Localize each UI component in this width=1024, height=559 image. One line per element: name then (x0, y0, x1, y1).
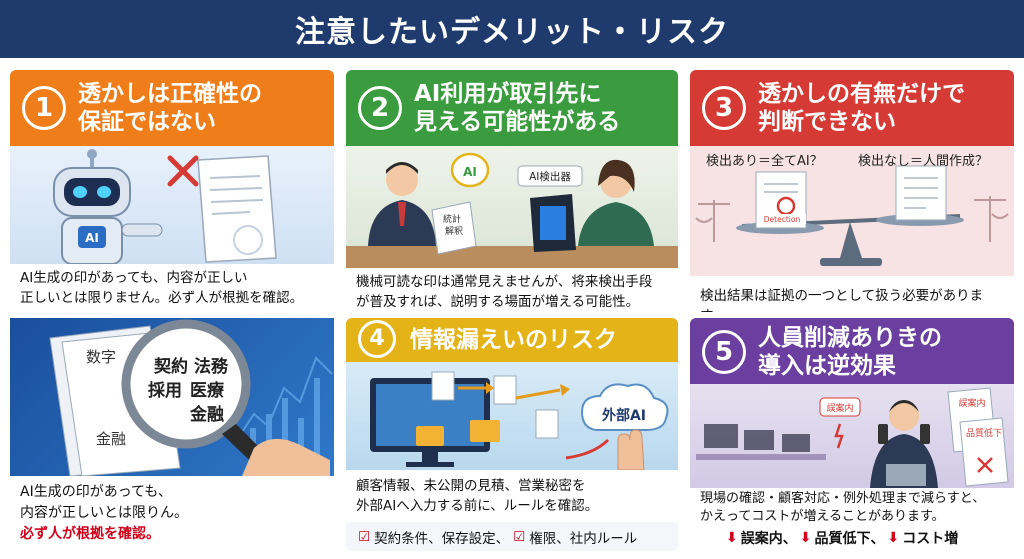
card-2: 2 AI利用が取引先に 見える可能性がある 統計 解釈 AI (346, 70, 678, 312)
laptop-icon (886, 464, 926, 486)
svg-text:品質低下: 品質低下 (966, 427, 1002, 439)
effect-2: 品質低下、 (814, 530, 885, 547)
card-1-caption: AI生成の印があっても、内容が正しい 正しいとは限りません。必ず人が根拠を確認。 (10, 264, 334, 312)
magnifier-caption: AI生成の印があっても、 内容が正しいとは限りん。 必ず人が根拠を確認。 (10, 476, 334, 551)
check-icon: ☑ (513, 528, 526, 545)
svg-text:解釈: 解釈 (445, 225, 463, 237)
question-right: 検出なし＝人間作成？ (858, 154, 989, 169)
card-4: 4 情報漏えいのリスク (346, 318, 678, 551)
card-5-caption: 現場の確認・顧客対応・例外処理まで減らすと、 かえってコストが増えることがありま… (690, 488, 1014, 524)
svg-text:AI: AI (463, 165, 477, 179)
paper-word-finance: 金融 (96, 430, 126, 448)
card-1-title-line1: 透かしは正確性の (78, 81, 262, 107)
card-2-title-line1: AI利用が取引先に (414, 81, 602, 107)
hand-icon (242, 438, 330, 476)
paper-document-icon: 統計 解釈 (431, 201, 477, 255)
robot-icon: AI (53, 149, 163, 264)
card-2-header: 2 AI利用が取引先に 見える可能性がある (346, 70, 678, 146)
document-flow-icon (431, 371, 570, 439)
svg-text:誤案内: 誤案内 (958, 397, 985, 409)
card-1: 1 透かしは正確性の 保証ではない AI (10, 70, 334, 312)
svg-text:AI検出器: AI検出器 (529, 170, 571, 183)
check-icon: ☑ (358, 528, 371, 545)
card-3-illustration: 検出あり＝全てAI？ 検出なし＝人間作成？ (690, 146, 1014, 276)
magnifier-illustration: 数字 金融 契約 法務 採用 医療 金融 (10, 318, 334, 476)
document-icon (197, 155, 277, 263)
cross-icon (167, 155, 199, 187)
card-5-title-line2: 導入は逆効果 (758, 353, 896, 379)
card-3-title-line2: 判断できない (758, 109, 896, 135)
down-arrow-icon: ⬇ (799, 529, 812, 546)
ai-speech-bubble: AI (450, 152, 490, 188)
card-3-header: 3 透かしの有無だけで 判断できない (690, 70, 1014, 146)
card-3-title-line1: 透かしの有無だけで (758, 81, 965, 107)
svg-text:採用: 採用 (148, 380, 182, 401)
plain-document-icon (895, 165, 947, 221)
question-left: 検出あり＝全てAI？ (706, 154, 823, 169)
card-4-checklist: ☑ 契約条件、保存設定、 ☑ 権限、社内ルール (346, 522, 678, 551)
card-5-title-line1: 人員削減ありきの (758, 325, 942, 351)
error-bubble-icon: 誤案内 (819, 397, 861, 449)
right-balance-icon (974, 196, 1009, 242)
cloud-icon: 外部AI (580, 383, 669, 431)
paper-word-number: 数字 (86, 348, 116, 366)
error-papers-icon: 誤案内 品質低下 (947, 387, 1009, 487)
down-arrow-icon: ⬇ (726, 529, 738, 546)
card-5: 5 人員削減ありきの 導入は逆効果 誤案内 (690, 318, 1014, 551)
svg-text:統計: 統計 (443, 213, 461, 225)
detected-document-icon: Detection (755, 171, 807, 229)
svg-text:金融: 金融 (189, 404, 224, 425)
card-3-caption: 検出結果は証拠の一つとして扱う必要があります。 (690, 276, 1014, 312)
left-balance-icon (695, 200, 730, 242)
businesswoman-icon (578, 159, 654, 246)
folder-icon (416, 420, 500, 446)
card-2-caption: 機械可読な印は通常見えませんが、将来検出手段 が普及すれば、説明する場面が増える… (346, 268, 678, 312)
svg-text:法務: 法務 (194, 356, 229, 377)
svg-text:医療: 医療 (190, 380, 225, 401)
card-4-illustration: 外部AI (346, 362, 678, 470)
card-5-header: 5 人員削減ありきの 導入は逆効果 (690, 318, 1014, 384)
card-2-title-line2: 見える可能性がある (414, 109, 621, 135)
card-5-effects: ⬇ 誤案内、 ⬇ 品質低下、 ⬇ コスト増 (690, 524, 1014, 551)
ai-badge-text: AI (85, 231, 99, 245)
card-4-header: 4 情報漏えいのリスク (346, 318, 678, 362)
card-4-title: 情報漏えいのリスク (410, 327, 617, 353)
stop-hand-icon (617, 429, 645, 470)
businessman-icon (368, 162, 436, 246)
check-item-2: 権限、社内ルール (529, 530, 638, 547)
svg-text:Detection: Detection (764, 215, 801, 224)
card-3-number: 3 (702, 86, 746, 130)
card-1-title-line2: 保証ではない (78, 109, 216, 135)
svg-text:誤案内: 誤案内 (826, 402, 853, 414)
check-item-1: 契約条件、保存設定、 (374, 530, 510, 547)
empty-desks-icon (696, 424, 826, 460)
card-1-header: 1 透かしは正確性の 保証ではない (10, 70, 334, 146)
card-1-number: 1 (22, 86, 66, 130)
card-4-number: 4 (358, 320, 396, 358)
tablet-icon (530, 194, 576, 252)
external-ai-label: 外部AI (602, 407, 646, 424)
effect-1: 誤案内、 (740, 530, 797, 547)
card-5-number: 5 (702, 330, 746, 374)
card-4-caption: 顧客情報、未公開の見積、営業秘密を 外部AIへ入力する前に、ルールを確認。 (346, 470, 678, 520)
card-2-number: 2 (358, 86, 402, 130)
svg-text:契約: 契約 (153, 356, 188, 377)
page-title: 注意したいデメリット・リスク (0, 0, 1024, 58)
card-magnifier: 数字 金融 契約 法務 採用 医療 金融 AI生成の印があっても、 内容が正しい… (10, 318, 334, 551)
effect-3: コスト増 (902, 530, 959, 547)
return-arrow-icon (565, 438, 610, 460)
down-arrow-icon: ⬇ (887, 529, 900, 546)
magnifier-icon: 契約 法務 採用 医療 金融 (121, 319, 282, 476)
card-2-illustration: 統計 解釈 AI AI検出器 (346, 146, 678, 268)
card-1-illustration: AI (10, 146, 334, 264)
card-5-illustration: 誤案内 誤案内 品質低下 (690, 384, 1014, 488)
ai-detector-label: AI検出器 (517, 165, 583, 187)
card-3: 3 透かしの有無だけで 判断できない 検出あり＝全てAI？ 検出なし＝人間作成？ (690, 70, 1014, 312)
